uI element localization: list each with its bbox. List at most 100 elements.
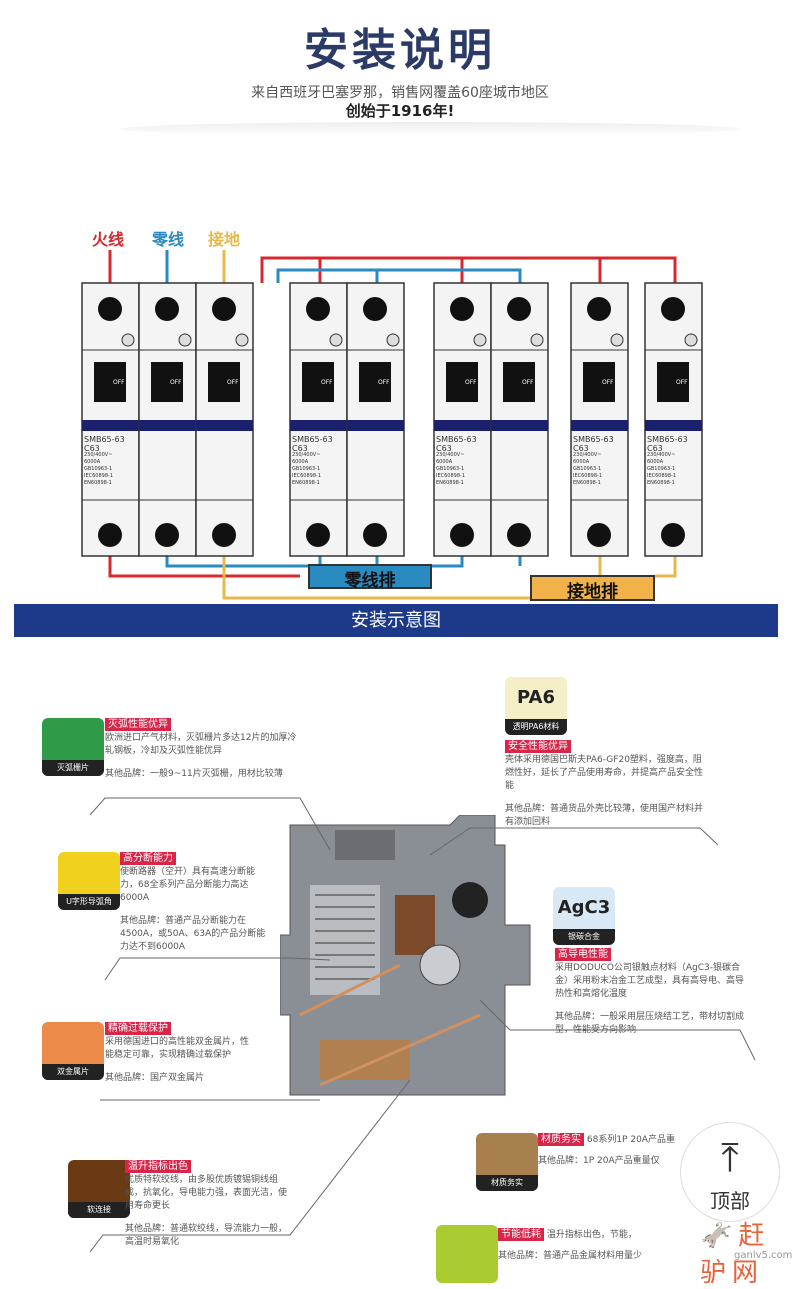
feature-icon: 软连接 bbox=[68, 1160, 130, 1218]
feature-icon-title: PA6 bbox=[517, 687, 555, 708]
breaker-spec: 6000A bbox=[647, 459, 664, 465]
feature-icon: PA6 透明PA6材料 bbox=[505, 677, 567, 735]
callout-lines bbox=[89, 797, 756, 1253]
feature-text: 温升指标出色优质特软绞线，由多股优质镀锡铜线组成，抗氧化，导电能力强，表面光洁，… bbox=[125, 1160, 295, 1249]
feature-other-brand: 其他品牌：1P 20A产品重量仅 bbox=[538, 1156, 660, 1166]
feature-text: 精确过载保护采用德国进口的高性能双金属片，性能稳定可靠，实现精确过载保护其他品牌… bbox=[105, 1022, 255, 1085]
breaker-spec: SMB65-63 bbox=[647, 435, 688, 444]
off-label: OFF bbox=[170, 379, 182, 386]
terminal-icon bbox=[155, 523, 179, 547]
breaker-spec: SMB65-63 bbox=[84, 435, 125, 444]
feature-text: 灭弧性能优异欧洲进口产气材料，灭弧栅片多达12片的加厚冷轧钢板，冷却及灭弧性能优… bbox=[105, 718, 305, 781]
feature-description: 优质特软绞线，由多股优质镀锡铜线组成，抗氧化，导电能力强，表面光洁，使用寿命更长 bbox=[125, 1175, 288, 1211]
off-label: OFF bbox=[676, 379, 688, 386]
feature-other-brand: 其他品牌：一般采用层压烧结工艺，带材切割成型，性能受方向影响 bbox=[555, 1012, 745, 1035]
breaker-spec: 230/400V~ bbox=[436, 452, 464, 458]
back-to-top-button[interactable]: ⤒ 顶部 bbox=[680, 1122, 780, 1222]
switch-handle bbox=[94, 362, 126, 402]
breaker-spec: SMB65-63 bbox=[573, 435, 614, 444]
switch-handle bbox=[302, 362, 334, 402]
breaker-4: OFFSMB65-63C63230/400V~6000AGB10963-1IEC… bbox=[570, 282, 629, 557]
breaker-spec: C63 bbox=[647, 444, 663, 453]
feature-description: 欧洲进口产气材料，灭弧栅片多达12片的加厚冷轧钢板，冷却及灭弧性能优异 bbox=[105, 733, 297, 756]
breaker-spec: GB10963-1 bbox=[436, 466, 464, 472]
feature-other-brand: 其他品牌：一般9~11片灭弧栅，用材比较薄 bbox=[105, 769, 283, 779]
feature-text: 节能低耗 温升指标出色，节能，其他品牌：普通产品金属材料用量少 bbox=[498, 1228, 688, 1263]
feature-icon: U字形导弧角 bbox=[58, 852, 120, 910]
breaker-spec: GB10963-1 bbox=[84, 466, 112, 472]
feature-icon-caption: 灭弧栅片 bbox=[42, 760, 104, 776]
terminal-icon bbox=[98, 523, 122, 547]
feature-icon-title: AgC3 bbox=[557, 897, 611, 918]
terminal-icon bbox=[450, 523, 474, 547]
feature-text: 材质务实 68系列1P 20A产品重其他品牌：1P 20A产品重量仅 bbox=[538, 1133, 718, 1168]
feature-other-brand: 其他品牌：普通产品分断能力在4500A，或50A、63A的产品分断能力达不到60… bbox=[120, 916, 266, 952]
terminal-icon bbox=[507, 297, 531, 321]
feature-tag: 高分断能力 bbox=[120, 852, 176, 865]
terminal-icon bbox=[363, 523, 387, 547]
terminal-icon bbox=[306, 523, 330, 547]
section-banner: 安装示意图 bbox=[14, 604, 778, 637]
tagline: 创始于1916年! bbox=[345, 102, 455, 120]
terminal-icon bbox=[212, 297, 236, 321]
breaker-spec: IEC60898-1 bbox=[573, 473, 602, 479]
live-label: 火线 bbox=[92, 230, 125, 249]
terminal-icon bbox=[587, 523, 611, 547]
breaker-spec: C63 bbox=[84, 444, 100, 453]
breaker-spec: C63 bbox=[573, 444, 589, 453]
breaker-spec: IEC60898-1 bbox=[292, 473, 321, 479]
breaker-cross-section-image bbox=[280, 815, 531, 1096]
breaker-1: OFFSMB65-63C63230/400V~6000AGB10963-1IEC… bbox=[81, 282, 254, 557]
neutral-bus bbox=[276, 268, 522, 283]
ground-return bbox=[222, 556, 677, 600]
switch-handle bbox=[503, 362, 535, 402]
breaker-spec: C63 bbox=[292, 444, 308, 453]
breaker-spec: 6000A bbox=[292, 459, 309, 465]
breaker-spec: GB10963-1 bbox=[647, 466, 675, 472]
breaker-spec: GB10963-1 bbox=[573, 466, 601, 472]
feature-text: 安全性能优异壳体采用德国巴斯夫PA6-GF20塑料，强度高，阻燃性好，延长了产品… bbox=[505, 740, 705, 829]
neutral-bar: 零线排 bbox=[308, 564, 432, 591]
feature-tag: 材质务实 bbox=[538, 1133, 584, 1146]
off-label: OFF bbox=[321, 379, 333, 386]
feature-other-brand: 其他品牌：普通货品外壳比较薄，使用国产材料并有添加回料 bbox=[505, 804, 704, 827]
back-to-top-label: 顶部 bbox=[710, 1189, 750, 1213]
terminal-icon bbox=[212, 523, 236, 547]
feature-tag: 温升指标出色 bbox=[125, 1160, 191, 1173]
subtitle: 来自西班牙巴塞罗那，销售网覆盖60座城市地区 bbox=[251, 85, 549, 101]
ground-bar: 接地排 bbox=[530, 575, 655, 602]
feature-icon-caption: 透明PA6材料 bbox=[505, 719, 567, 735]
feature-icon-caption: 银碳合金 bbox=[553, 929, 615, 945]
terminal-icon bbox=[363, 297, 387, 321]
feature-icon bbox=[436, 1225, 498, 1283]
breaker-spec: C63 bbox=[436, 444, 452, 453]
live-return bbox=[108, 556, 300, 578]
terminal-icon bbox=[661, 297, 685, 321]
terminal-icon bbox=[306, 297, 330, 321]
feature-icon: 灭弧栅片 bbox=[42, 718, 104, 776]
breaker-spec: EN60898-1 bbox=[647, 480, 675, 486]
feature-description: 68系列1P 20A产品重 bbox=[586, 1135, 675, 1145]
switch-handle bbox=[208, 362, 240, 402]
feature-description: 温升指标出色，节能， bbox=[546, 1230, 637, 1240]
switch-handle bbox=[583, 362, 615, 402]
breaker-spec: IEC60898-1 bbox=[436, 473, 465, 479]
feature-description: 采用德国进口的高性能双金属片，性能稳定可靠，实现精确过载保护 bbox=[105, 1037, 250, 1060]
feature-tag: 高导电性能 bbox=[555, 948, 611, 961]
feature-tag: 灭弧性能优异 bbox=[105, 718, 171, 731]
breaker-spec: GB10963-1 bbox=[292, 466, 320, 472]
breaker-spec: 230/400V~ bbox=[84, 452, 112, 458]
feature-icon-caption: 软连接 bbox=[68, 1202, 130, 1218]
feature-icon-caption: 双金属片 bbox=[42, 1064, 104, 1080]
page-title: 安装说明 bbox=[304, 25, 496, 76]
switch-handle bbox=[446, 362, 478, 402]
switch-handle bbox=[359, 362, 391, 402]
feature-icon: AgC3 银碳合金 bbox=[553, 887, 615, 945]
feature-other-brand: 其他品牌：国产双金属片 bbox=[105, 1073, 205, 1083]
breaker-spec: 6000A bbox=[573, 459, 590, 465]
feature-other-brand: 其他品牌：普通产品金属材料用量少 bbox=[498, 1251, 643, 1261]
breaker-spec: 230/400V~ bbox=[292, 452, 320, 458]
terminal-icon bbox=[155, 297, 179, 321]
breaker-spec: 6000A bbox=[436, 459, 453, 465]
terminal-icon bbox=[98, 297, 122, 321]
